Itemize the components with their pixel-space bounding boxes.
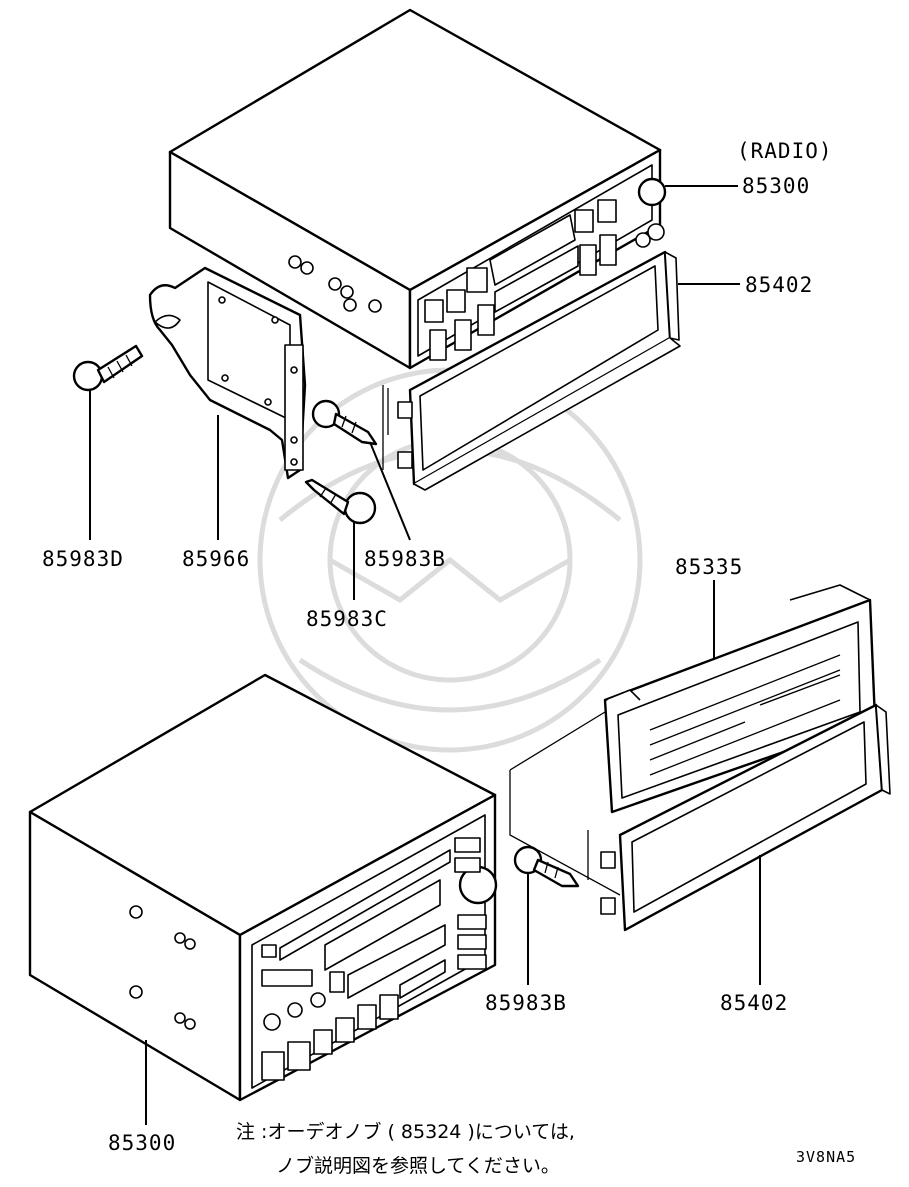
screw-85983b-top xyxy=(311,399,378,446)
radio-unit-top xyxy=(168,8,667,370)
label-85966: 85966 xyxy=(182,547,250,571)
leader-lines xyxy=(89,185,761,1125)
label-85300-bottom: 85300 xyxy=(108,1131,176,1155)
screw-85983d xyxy=(72,344,144,392)
part-labels: (RADIO) 85300 85402 85983D 85966 85983B … xyxy=(42,139,833,1155)
label-85983d: 85983D xyxy=(42,547,124,571)
label-85402-top: 85402 xyxy=(745,273,813,297)
label-85300-top: 85300 xyxy=(742,174,810,198)
screw-85983c xyxy=(304,478,377,525)
label-85983c: 85983C xyxy=(306,607,388,631)
label-85983b-bottom: 85983B xyxy=(485,991,567,1015)
label-85983b-top: 85983B xyxy=(364,547,446,571)
side-bracket-85966 xyxy=(148,266,307,480)
pocket-cover-85335 xyxy=(603,584,877,814)
pocket-bracket-bottom xyxy=(509,703,891,932)
label-radio: (RADIO) xyxy=(737,139,833,163)
note-line-2: ノブ説明図を参照してください。 xyxy=(276,1154,560,1177)
note-line-1: 注 :オーデオノブ ( 85324 )については, xyxy=(236,1120,575,1143)
radio-unit-bottom xyxy=(28,673,498,1102)
pocket-bracket-top xyxy=(382,250,681,491)
diagram-code: 3V8NA5 xyxy=(796,1148,856,1166)
label-85402-bottom: 85402 xyxy=(720,991,788,1015)
label-85335: 85335 xyxy=(675,555,743,579)
